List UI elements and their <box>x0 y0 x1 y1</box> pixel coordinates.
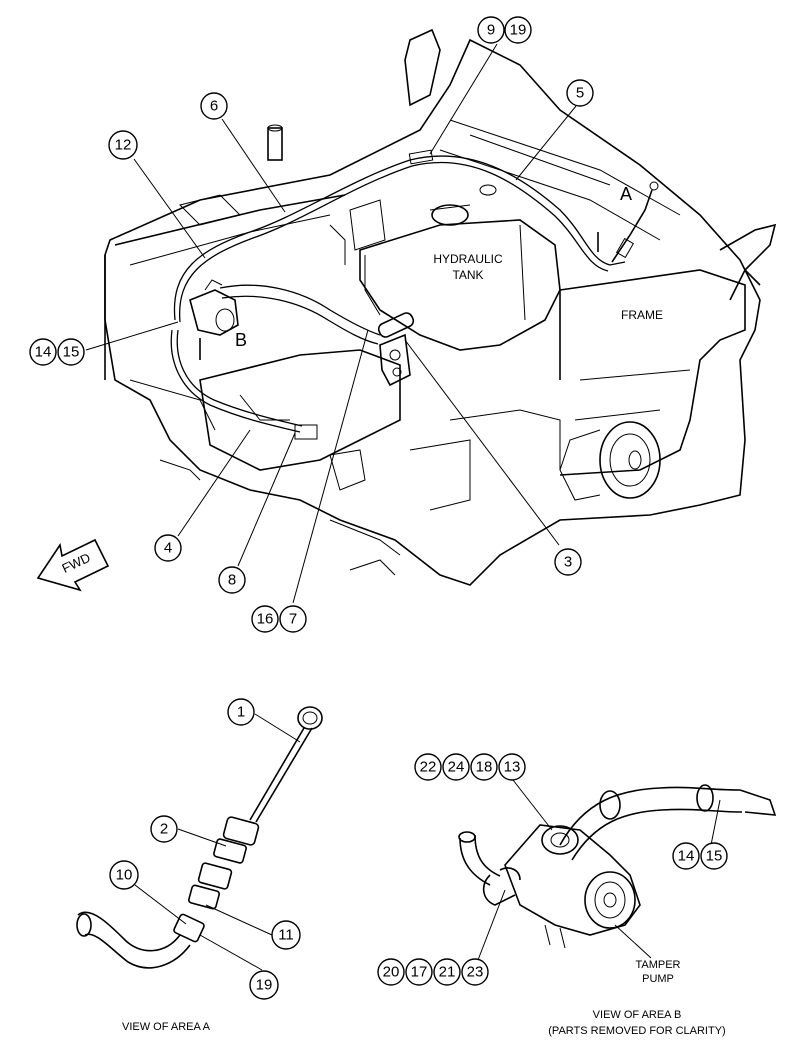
callout-9: 9 <box>477 16 505 44</box>
svg-text:8: 8 <box>228 572 236 589</box>
callout-15: 15 <box>57 338 85 366</box>
callout-8: 8 <box>218 566 246 594</box>
callout-b-23: 23 <box>461 958 489 986</box>
tamper-pump-main-view <box>189 279 239 336</box>
callout-19: 19 <box>504 16 532 44</box>
main-leader-lines <box>85 43 577 604</box>
view-area-b-caption-line2: (PARTS REMOVED FOR CLARITY) <box>548 1025 725 1037</box>
svg-text:6: 6 <box>210 98 218 115</box>
fwd-arrow: FWD <box>36 538 110 592</box>
callout-b-13: 13 <box>498 753 526 781</box>
callout-b-17: 17 <box>405 958 433 986</box>
svg-text:24: 24 <box>448 759 465 776</box>
callout-b-14: 14 <box>672 842 700 870</box>
callout-b-22: 22 <box>414 753 442 781</box>
callout-12: 12 <box>108 130 138 160</box>
callout-7: 7 <box>279 605 307 633</box>
main-callouts: 9 19 5 6 12 14 15 3 4 8 16 7 <box>29 16 594 633</box>
frame-label: FRAME <box>621 308 663 322</box>
svg-text:5: 5 <box>576 85 584 102</box>
callout-a-11: 11 <box>271 920 301 950</box>
svg-text:17: 17 <box>411 964 428 981</box>
area-a-marker: A <box>620 184 632 204</box>
svg-text:21: 21 <box>439 964 456 981</box>
svg-text:19: 19 <box>510 22 527 39</box>
callout-3: 3 <box>554 548 582 576</box>
hydraulic-tank-label-line1: HYDRAULIC <box>433 252 503 266</box>
callout-a-1: 1 <box>227 698 255 726</box>
valve-block <box>379 333 411 387</box>
tamper-pump-label-line2: PUMP <box>642 973 674 985</box>
callout-a-2: 2 <box>150 815 178 843</box>
svg-text:18: 18 <box>476 759 493 776</box>
area-b-marker: B <box>235 330 247 350</box>
tamper-pump-label-line1: TAMPER <box>635 959 680 971</box>
callout-16: 16 <box>251 605 279 633</box>
hydraulic-tank-label-line2: TANK <box>452 268 483 282</box>
view-area-b: 22 24 18 13 14 15 20 17 21 23 TAMPER PUM… <box>377 753 777 1037</box>
svg-text:2: 2 <box>160 821 168 838</box>
callout-b-24: 24 <box>442 753 470 781</box>
svg-text:11: 11 <box>278 927 294 944</box>
frame-structure <box>104 28 777 586</box>
svg-text:4: 4 <box>164 540 172 557</box>
svg-text:3: 3 <box>564 554 572 571</box>
callout-a-10: 10 <box>109 860 139 890</box>
callout-14: 14 <box>29 338 57 366</box>
svg-text:1: 1 <box>237 704 245 721</box>
svg-text:14: 14 <box>35 344 52 361</box>
svg-text:20: 20 <box>383 964 400 981</box>
dipstick-main-view <box>611 181 659 263</box>
callout-a-19: 19 <box>249 970 279 1000</box>
svg-text:22: 22 <box>420 759 437 776</box>
view-area-a-caption: VIEW OF AREA A <box>122 1021 211 1033</box>
callout-b-15: 15 <box>700 842 728 870</box>
svg-text:13: 13 <box>504 759 521 776</box>
view-area-b-caption-line1: VIEW OF AREA B <box>593 1009 682 1021</box>
svg-text:16: 16 <box>257 611 274 628</box>
svg-text:15: 15 <box>63 344 80 361</box>
callout-b-18: 18 <box>470 753 498 781</box>
svg-text:10: 10 <box>116 867 133 884</box>
svg-text:23: 23 <box>467 964 484 981</box>
callout-b-20: 20 <box>377 958 405 986</box>
fwd-label: FWD <box>60 550 93 576</box>
callout-b-21: 21 <box>433 958 461 986</box>
hydraulic-tank: HYDRAULIC TANK <box>359 184 561 351</box>
callout-5: 5 <box>566 79 594 107</box>
svg-text:19: 19 <box>256 977 273 994</box>
svg-text:12: 12 <box>115 137 132 154</box>
view-area-a: 1 2 10 11 19 VIEW OF AREA A <box>76 698 323 1033</box>
svg-text:9: 9 <box>487 22 495 39</box>
svg-text:7: 7 <box>289 611 297 628</box>
callout-4: 4 <box>154 534 182 562</box>
hose-routing <box>170 149 626 440</box>
svg-text:14: 14 <box>678 848 695 865</box>
callout-6: 6 <box>200 92 228 120</box>
svg-text:15: 15 <box>706 848 723 865</box>
